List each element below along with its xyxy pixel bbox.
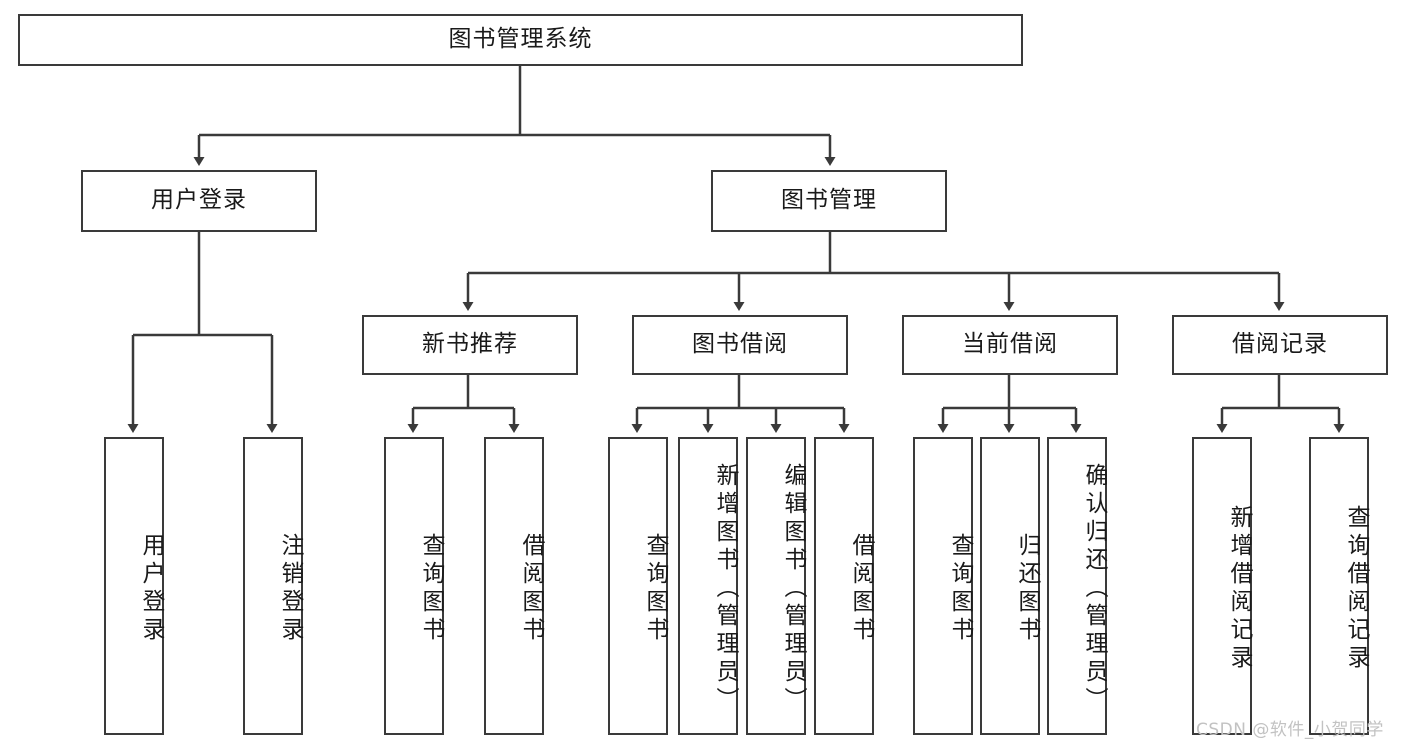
node-leaf-logout[interactable]: 注销登录 [243,437,303,735]
node-leaf-add-book-admin[interactable]: 新增图书（管理员） [678,437,738,735]
node-leaf-query-borrow-record-label: 查询借阅记录 [1343,505,1369,673]
node-user-login[interactable]: 用户登录 [81,170,317,232]
node-leaf-user-login-label: 用户登录 [138,533,164,645]
node-leaf-add-book-admin-label: 新增图书（管理员） [712,463,738,715]
node-leaf-confirm-return-admin-label: 确认归还（管理员） [1081,463,1107,715]
node-leaf-query-book-recommend[interactable]: 查询图书 [384,437,444,735]
node-new-book-recommend[interactable]: 新书推荐 [362,315,578,375]
node-book-borrow-label: 图书借阅 [692,331,788,358]
node-leaf-return-book-label: 归还图书 [1014,533,1040,645]
node-leaf-query-book-current-label: 查询图书 [947,533,973,645]
node-book-management-label: 图书管理 [781,187,877,214]
node-leaf-query-book-borrow-label: 查询图书 [642,533,668,645]
node-leaf-add-borrow-record[interactable]: 新增借阅记录 [1192,437,1252,735]
node-root-book-management-system[interactable]: 图书管理系统 [18,14,1023,66]
node-borrow-record[interactable]: 借阅记录 [1172,315,1388,375]
node-leaf-borrow-book-label: 借阅图书 [848,533,874,645]
node-leaf-add-borrow-record-label: 新增借阅记录 [1226,505,1252,673]
node-leaf-query-book-borrow[interactable]: 查询图书 [608,437,668,735]
node-user-login-label: 用户登录 [151,187,247,214]
node-current-borrow[interactable]: 当前借阅 [902,315,1118,375]
node-leaf-query-book-recommend-label: 查询图书 [418,533,444,645]
node-leaf-logout-label: 注销登录 [277,533,303,645]
node-root-label: 图书管理系统 [448,26,593,53]
node-leaf-borrow-book-recommend-label: 借阅图书 [518,533,544,645]
node-leaf-confirm-return-admin[interactable]: 确认归还（管理员） [1047,437,1107,735]
node-new-book-recommend-label: 新书推荐 [422,331,518,358]
node-current-borrow-label: 当前借阅 [962,331,1058,358]
watermark-text: CSDN @软件_小贺同学 [1196,720,1384,740]
node-leaf-return-book[interactable]: 归还图书 [980,437,1040,735]
node-leaf-edit-book-admin-label: 编辑图书（管理员） [780,463,806,715]
node-leaf-borrow-book-recommend[interactable]: 借阅图书 [484,437,544,735]
node-leaf-query-borrow-record[interactable]: 查询借阅记录 [1309,437,1369,735]
node-borrow-record-label: 借阅记录 [1232,331,1328,358]
node-leaf-borrow-book[interactable]: 借阅图书 [814,437,874,735]
node-leaf-user-login[interactable]: 用户登录 [104,437,164,735]
node-book-borrow[interactable]: 图书借阅 [632,315,848,375]
node-leaf-query-book-current[interactable]: 查询图书 [913,437,973,735]
node-leaf-edit-book-admin[interactable]: 编辑图书（管理员） [746,437,806,735]
node-book-management[interactable]: 图书管理 [711,170,947,232]
